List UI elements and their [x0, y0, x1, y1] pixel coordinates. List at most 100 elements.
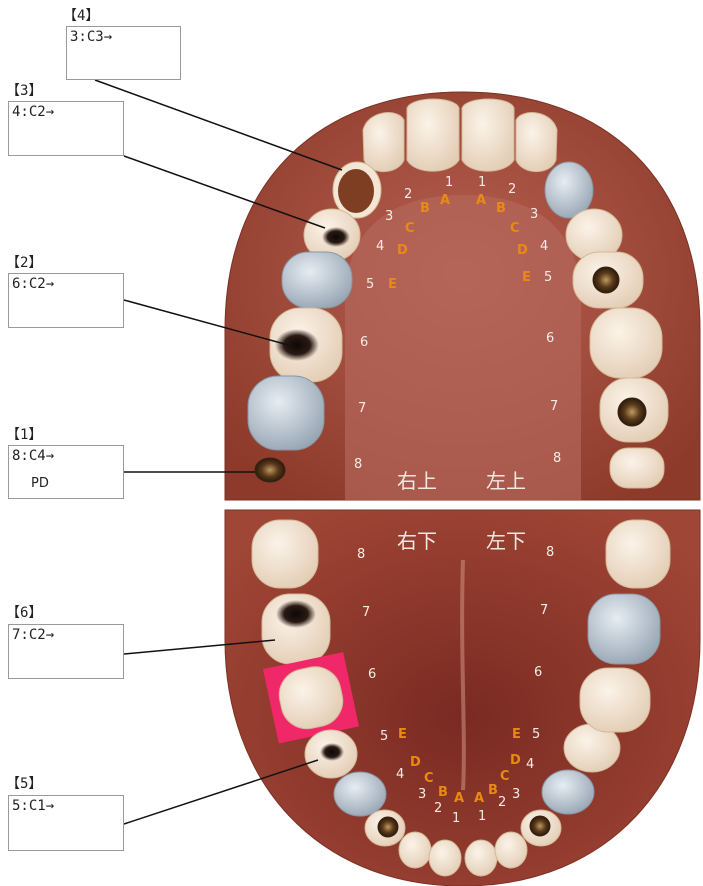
tooth-lower-left-8[interactable] — [606, 520, 670, 588]
tooth-lower-left-7[interactable] — [588, 594, 660, 664]
label-ul-7: 7 — [550, 399, 558, 414]
letter-ur-A: A — [440, 193, 450, 208]
callout-box-6[interactable]: 7:C2→ — [8, 624, 124, 679]
label-ll-7: 7 — [540, 603, 548, 618]
tooth-upper-left-8[interactable] — [610, 448, 664, 488]
tooth-upper-right-3-caries — [338, 169, 374, 213]
tooth-lower-left-6[interactable] — [580, 668, 650, 732]
label-ll-8: 8 — [546, 545, 554, 560]
letter-ul-D: D — [517, 243, 528, 258]
label-ul-5: 5 — [544, 270, 552, 285]
label-ll-6: 6 — [534, 665, 542, 680]
callout-header-3: 【3】 — [6, 83, 42, 99]
letter-lr-B: B — [438, 785, 448, 800]
label-ll-1: 1 — [478, 809, 486, 824]
label-ll-3: 3 — [512, 787, 520, 802]
tooth-lower-left-4[interactable] — [542, 770, 594, 814]
callout-box-5[interactable]: 5:C1→ — [8, 795, 124, 851]
callout-header-5: 【5】 — [6, 776, 42, 792]
label-lr-1: 1 — [452, 811, 460, 826]
letter-ul-A: A — [476, 193, 486, 208]
tooth-lower-right-2[interactable] — [399, 832, 431, 868]
callout-header-4: 【4】 — [63, 8, 99, 24]
callout-header-2: 【2】 — [6, 255, 42, 271]
letter-ll-A: A — [474, 791, 484, 806]
letter-lr-E: E — [398, 727, 407, 742]
tooth-lower-right-4[interactable] — [334, 772, 386, 816]
quadrant-lower-right: 右下 — [397, 529, 437, 553]
letter-ll-C: C — [500, 769, 510, 784]
tooth-lower-right-8[interactable] — [252, 520, 318, 588]
tooth-upper-left-5-implant — [593, 267, 619, 293]
tooth-upper-left-1a[interactable] — [462, 99, 514, 171]
label-ur-7: 7 — [358, 401, 366, 416]
callout-box-3[interactable]: 4:C2→ — [8, 101, 124, 156]
letter-ll-D: D — [510, 753, 521, 768]
label-lr-3: 3 — [418, 787, 426, 802]
label-ul-6: 6 — [546, 331, 554, 346]
callout-text-5: 5:C1→ — [12, 798, 54, 814]
callout-text-6: 7:C2→ — [12, 627, 54, 643]
letter-ur-D: D — [397, 243, 408, 258]
tooth-lower-right-5-caries — [320, 743, 344, 761]
tooth-upper-left-2[interactable] — [516, 113, 557, 172]
tooth-upper-right-5[interactable] — [282, 252, 352, 308]
letter-ll-E: E — [512, 727, 521, 742]
letter-lr-A: A — [454, 791, 464, 806]
tooth-lower-left-2[interactable] — [495, 832, 527, 868]
callout-text-1: 8:C4→ — [12, 448, 54, 464]
letter-ur-B: B — [420, 201, 430, 216]
label-ur-5: 5 — [366, 277, 374, 292]
tooth-upper-right-4-caries — [322, 227, 350, 247]
letter-ur-E: E — [388, 277, 397, 292]
tooth-upper-left-6[interactable] — [590, 308, 662, 378]
label-ul-4: 4 — [540, 239, 548, 254]
tooth-upper-right-1a[interactable] — [407, 99, 459, 171]
tooth-upper-right-2[interactable] — [363, 113, 404, 172]
tooth-upper-right-7[interactable] — [248, 376, 324, 450]
leader-line-4 — [95, 80, 342, 170]
quadrant-lower-left: 左下 — [486, 529, 526, 553]
label-ul-8: 8 — [553, 451, 561, 466]
callout-box-1[interactable]: 8:C4→ PD — [8, 445, 124, 499]
callout-text-3: 4:C2→ — [12, 104, 54, 120]
letter-ul-B: B — [496, 201, 506, 216]
label-ur-1: 1 — [445, 175, 453, 190]
label-ul-3: 3 — [530, 207, 538, 222]
label-ur-8: 8 — [354, 457, 362, 472]
label-ur-2: 2 — [404, 187, 412, 202]
tooth-lower-left-1[interactable] — [465, 840, 497, 876]
callout-subtext-1: PD — [31, 476, 49, 491]
label-lr-2: 2 — [434, 801, 442, 816]
label-lr-4: 4 — [396, 767, 404, 782]
tooth-lower-right-7-caries — [276, 600, 316, 628]
tooth-upper-right-6-caries — [275, 329, 319, 361]
label-lr-5: 5 — [380, 729, 388, 744]
callout-text-2: 6:C2→ — [12, 276, 54, 292]
callout-text-4: 3:C3→ — [70, 29, 112, 45]
label-lr-6: 6 — [368, 667, 376, 682]
tooth-lower-right-1[interactable] — [429, 840, 461, 876]
callout-box-4[interactable]: 3:C3→ — [66, 26, 181, 80]
tooth-lower-right-3-implant — [378, 817, 398, 837]
label-ur-6: 6 — [360, 335, 368, 350]
label-ll-5: 5 — [532, 727, 540, 742]
letter-lr-C: C — [424, 771, 434, 786]
tooth-lower-left-3-implant — [530, 816, 550, 836]
label-lr-7: 7 — [362, 605, 370, 620]
tooth-upper-left-7-implant — [618, 398, 646, 426]
letter-ul-C: C — [510, 221, 520, 236]
quadrant-upper-right: 右上 — [397, 469, 437, 493]
callout-box-2[interactable]: 6:C2→ — [8, 273, 124, 328]
callout-header-6: 【6】 — [6, 605, 42, 621]
tooth-upper-right-8-implant[interactable] — [255, 458, 285, 482]
label-lr-8: 8 — [357, 547, 365, 562]
label-ul-1: 1 — [478, 175, 486, 190]
label-ur-4: 4 — [376, 239, 384, 254]
letter-ll-B: B — [488, 783, 498, 798]
letter-ur-C: C — [405, 221, 415, 236]
label-ur-3: 3 — [385, 209, 393, 224]
quadrant-upper-left: 左上 — [486, 469, 526, 493]
label-ul-2: 2 — [508, 182, 516, 197]
letter-ul-E: E — [522, 270, 531, 285]
